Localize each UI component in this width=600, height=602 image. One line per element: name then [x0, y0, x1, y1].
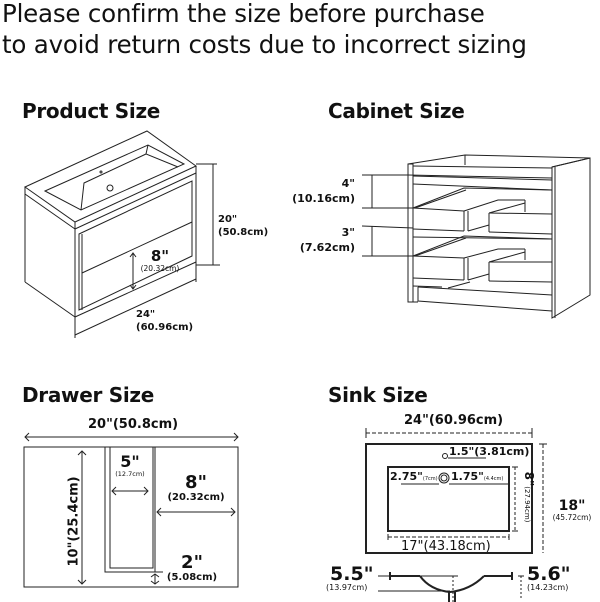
cabinet-upper-drawer-label: 4" (10.16cm): [292, 177, 355, 205]
headline: Please confirm the size before purchase …: [2, 0, 600, 60]
product-size-title: Product Size: [22, 99, 161, 123]
sink-faucet-offset-label: 1.5"(3.81cm): [449, 445, 530, 458]
product-drawer-height-label: 8" (20.32cm): [140, 247, 180, 274]
sink-right-height-label: 5.6" (14.23cm): [527, 563, 571, 593]
cabinet-size-title: Cabinet Size: [328, 99, 465, 123]
sink-left-height-label: 5.5" (13.97cm): [326, 563, 374, 593]
headline-line-1: Please confirm the size before purchase: [2, 0, 485, 28]
sink-basin-width-label: 17"(43.18cm): [401, 539, 491, 554]
sink-size-title: Sink Size: [328, 383, 428, 407]
drawer-side-width-label: 8" (20.32cm): [167, 472, 225, 503]
sink-basin-depth-label: 8"(27.94cm): [522, 471, 536, 523]
drawer-size-title: Drawer Size: [22, 383, 154, 407]
product-height-label: 20" (50.8cm): [218, 214, 269, 238]
sink-width-label: 24"(60.96cm): [404, 413, 504, 428]
sink-left-offset-label: 2.75"(7cm): [390, 470, 438, 483]
product-width-label: 24" (60.96cm): [136, 309, 194, 333]
drawer-gap-label: 2" (5.08cm): [166, 552, 218, 583]
drawer-slot-width-label: 5" (12.7cm): [115, 452, 145, 479]
headline-line-2: to avoid return costs due to incorrect s…: [2, 30, 527, 59]
drawer-width-label: 20"(50.8cm): [88, 417, 179, 432]
sink-drain-offset-label: 1.75"(4.4cm): [451, 470, 504, 483]
cabinet-lower-drawer-label: 3" (7.62cm): [299, 226, 355, 254]
sink-depth-label: 18" (45.72cm): [552, 498, 592, 522]
